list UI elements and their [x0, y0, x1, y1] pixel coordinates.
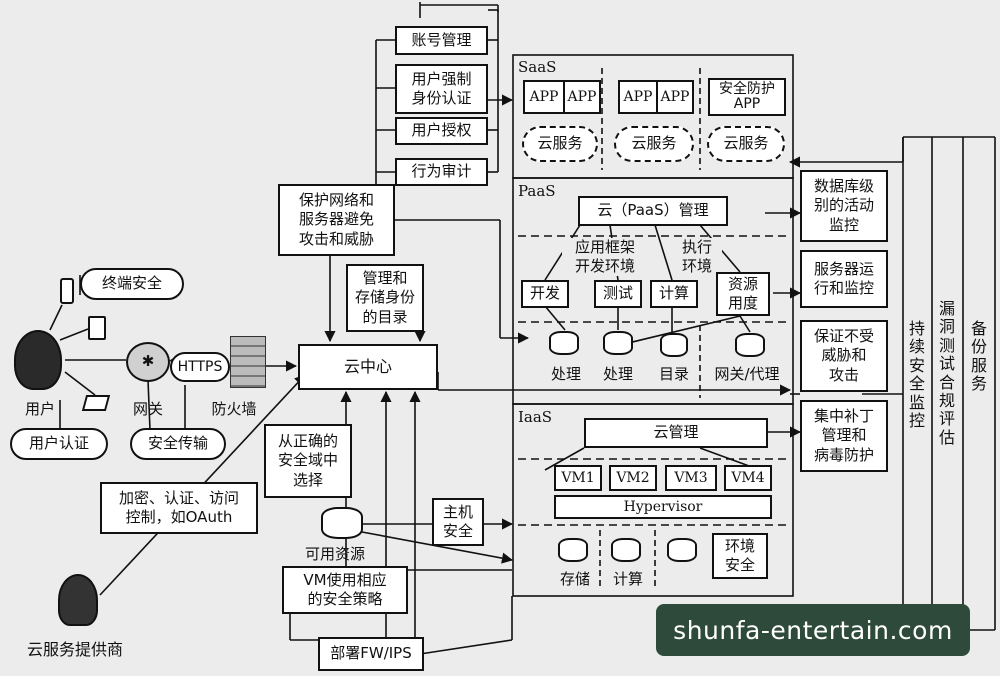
db-cylinder-icon: [735, 333, 765, 357]
server-monitor-box: 服务器运 行和监控: [800, 250, 888, 308]
authorization-box: 用户授权: [395, 117, 488, 145]
available-resource-label: 可用资源: [304, 545, 365, 563]
storage-label: 存储: [559, 570, 590, 588]
dev-box: 开发: [521, 280, 569, 308]
laptop-icon: [81, 395, 111, 411]
security-app-box: 安全防护 APP: [708, 78, 786, 116]
compute-box: 计算: [650, 280, 698, 308]
account-mgmt-box: 账号管理: [395, 26, 488, 55]
cloud-service-icon: 云服务: [614, 126, 694, 162]
patch-av-box: 集中补丁 管理和 病毒防护: [800, 400, 888, 472]
protect-network-box: 保护网络和 服务器避免 攻击和威胁: [278, 184, 395, 256]
https-box: HTTPS: [170, 352, 230, 382]
paas-management-box: 云（PaaS）管理: [578, 196, 728, 226]
cloud-service-icon: 云服务: [522, 126, 598, 162]
provider-avatar: [58, 574, 98, 626]
vuln-compliance-label: 漏洞测试合规评估: [938, 299, 955, 447]
select-domain-box: 从正确的 安全域中 选择: [264, 424, 352, 498]
test-box: 测试: [594, 280, 642, 308]
firewall-label: 防火墙: [211, 400, 257, 418]
env-security-box: 环境 安全: [712, 533, 768, 579]
vm-box: VM4: [724, 465, 772, 491]
paas-title: PaaS: [518, 182, 556, 200]
framework-label: 应用框架 开发环境: [562, 238, 648, 276]
db-cylinder-icon: [321, 507, 363, 539]
db-cylinder-icon: [611, 538, 641, 562]
proc-label: 处理: [602, 365, 633, 383]
db-cylinder-icon: [549, 331, 579, 355]
provider-label: 云服务提供商: [26, 640, 123, 659]
encryption-box: 加密、认证、访问 控制，如OAuth: [100, 482, 258, 534]
exec-env-label: 执行 环境: [672, 238, 722, 276]
db-cylinder-icon: [603, 331, 633, 355]
resource-usage-box: 资源 用度: [716, 272, 770, 316]
user-label: 用户: [24, 400, 55, 418]
threat-protect-box: 保证不受 威胁和 攻击: [800, 320, 888, 392]
host-security-box: 主机 安全: [432, 498, 484, 546]
app-box: APP: [523, 80, 565, 114]
gateway-label: 网关: [132, 400, 163, 418]
endpoint-security-box: 终端安全: [80, 268, 184, 300]
compute-label: 计算: [612, 570, 643, 588]
tablet-icon: [88, 316, 106, 340]
app-box: APP: [656, 80, 694, 114]
directory-label: 目录: [658, 365, 689, 383]
iaas-title: IaaS: [518, 408, 553, 426]
hypervisor-box: Hypervisor: [554, 495, 772, 519]
vm-box: VM3: [665, 465, 717, 491]
cloud-center-box: 云中心: [298, 344, 438, 390]
directory-mgmt-box: 管理和 存储身份 的目录: [346, 264, 424, 332]
app-box: APP: [618, 80, 658, 114]
db-cylinder-icon: [660, 333, 688, 357]
db-monitor-box: 数据库级 别的活动 监控: [800, 170, 888, 242]
watermark: shunfa-entertain.com: [656, 604, 970, 656]
secure-transfer-box: 安全传输: [130, 428, 226, 460]
db-cylinder-icon: [558, 538, 588, 562]
cloud-service-icon: 云服务: [707, 126, 785, 162]
vm-box: VM2: [609, 465, 657, 491]
iaas-management-box: 云管理: [584, 418, 768, 448]
vm-box: VM1: [554, 465, 602, 491]
deploy-fw-box: 部署FW/IPS: [318, 637, 424, 671]
audit-box: 行为审计: [395, 158, 488, 186]
gateway-proxy-label: 网关/代理: [714, 365, 780, 383]
firewall-icon: [230, 336, 266, 388]
vm-policy-box: VM使用相应 的安全策略: [282, 566, 408, 614]
proc-label: 处理: [550, 365, 581, 383]
user-auth-box: 用户认证: [10, 428, 108, 460]
app-box: APP: [563, 80, 601, 114]
strong-auth-box: 用户强制 身份认证: [395, 64, 488, 114]
phone-icon: [60, 278, 74, 304]
user-avatar: [14, 330, 62, 390]
saas-title: SaaS: [518, 58, 557, 76]
backup-service-label: 备份服务: [970, 319, 987, 394]
iaas-frame: [512, 403, 794, 597]
continuous-monitor-label: 持续安全监控: [908, 319, 925, 430]
db-cylinder-icon: [667, 538, 697, 562]
router-icon: ✱: [126, 342, 170, 382]
